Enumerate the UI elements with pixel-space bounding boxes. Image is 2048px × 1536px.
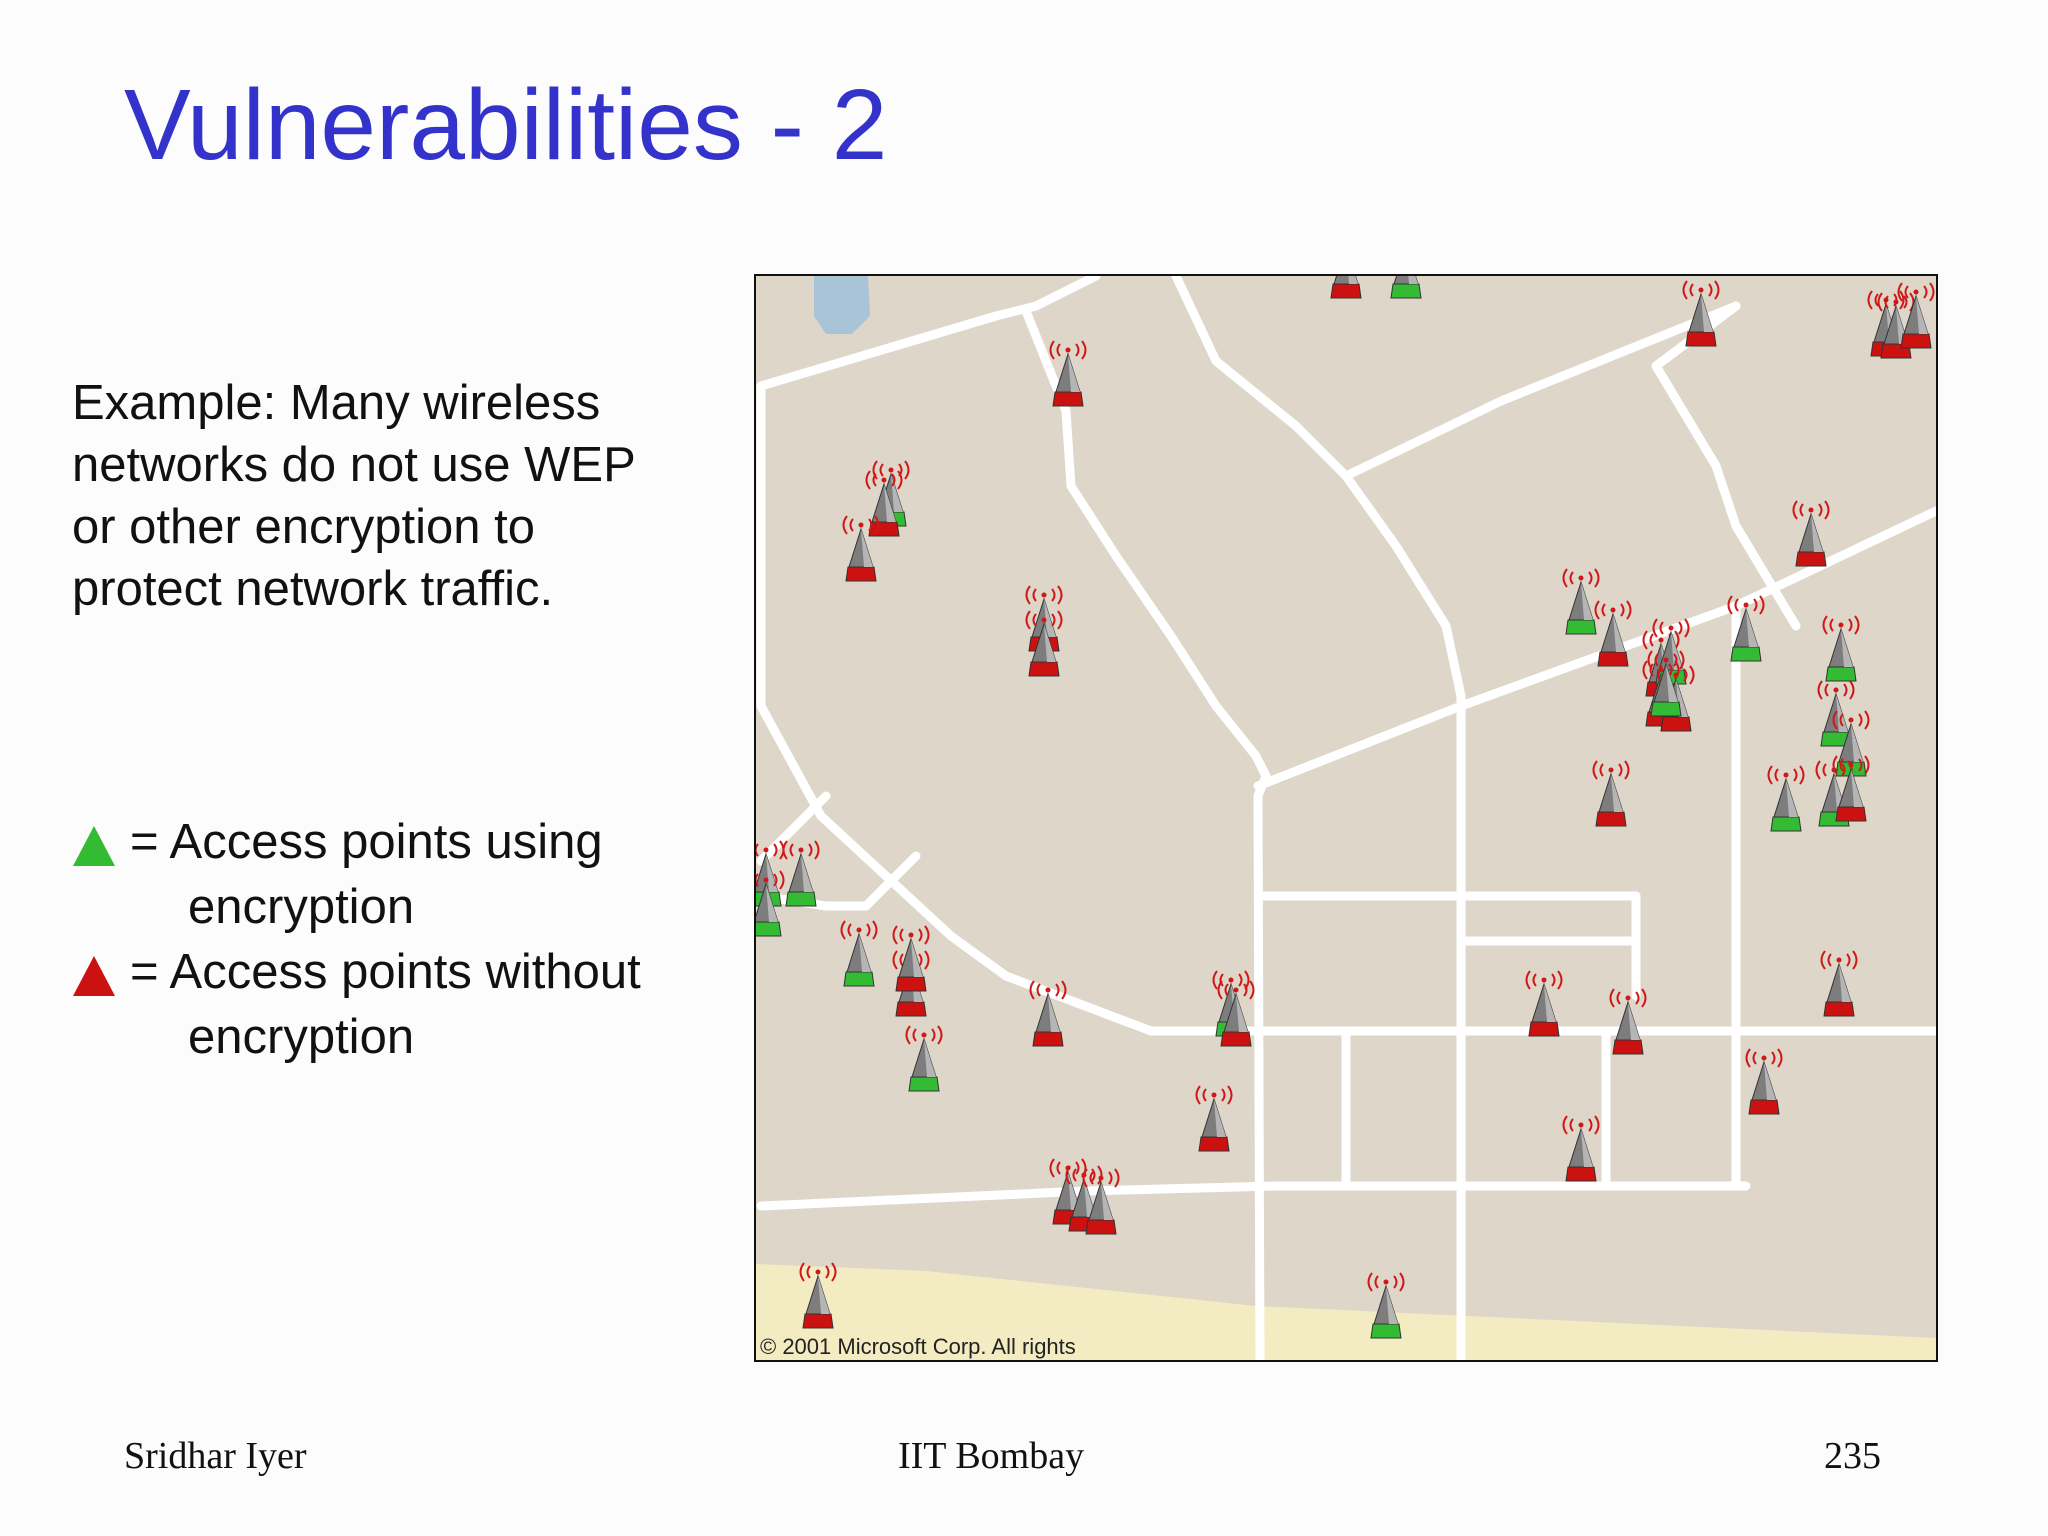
- legend-item-encrypted: = Access points using encryption: [72, 810, 712, 940]
- access-point-unencrypted-icon: [865, 470, 903, 537]
- red-triangle-icon: [73, 956, 115, 996]
- slide-title: Vulnerabilities - 2: [124, 69, 888, 181]
- access-point-encrypted-icon: [1767, 765, 1805, 832]
- legend: = Access points using encryption = Acces…: [72, 810, 712, 1070]
- access-point-unencrypted-icon: [1082, 1168, 1120, 1235]
- access-point-unencrypted-icon: [1029, 980, 1067, 1047]
- body-text: Example: Many wireless networks do not u…: [72, 372, 712, 620]
- access-point-unencrypted-icon: [1897, 282, 1935, 349]
- body-line: networks do not use WEP: [72, 438, 636, 492]
- legend-label: = Access points using: [130, 815, 603, 869]
- access-point-unencrypted-icon: [1682, 280, 1720, 347]
- footer-author: Sridhar Iyer: [124, 1435, 307, 1477]
- access-point-unencrypted-icon: [1049, 340, 1087, 407]
- access-point-encrypted-icon: [905, 1025, 943, 1092]
- footer-institution: IIT Bombay: [898, 1435, 1085, 1477]
- legend-item-unencrypted: = Access points without encryption: [72, 940, 712, 1070]
- access-point-encrypted-icon: [1562, 568, 1600, 635]
- access-point-unencrypted-icon: [1525, 970, 1563, 1037]
- access-point-unencrypted-icon: [1025, 610, 1063, 677]
- access-point-unencrypted-icon: [1609, 988, 1647, 1055]
- access-point-unencrypted-icon: [799, 1262, 837, 1329]
- highway-band: [756, 1264, 1936, 1360]
- access-point-unencrypted-icon: [1594, 600, 1632, 667]
- access-point-encrypted-icon: [756, 870, 785, 937]
- legend-label-continued: encryption: [188, 1010, 415, 1064]
- access-point-unencrypted-icon: [1745, 1048, 1783, 1115]
- map-copyright: © 2001 Microsoft Corp. All rights: [760, 1334, 1076, 1359]
- access-point-encrypted-icon: [1647, 650, 1685, 717]
- green-triangle-icon: [73, 826, 115, 866]
- body-line: or other encryption to: [72, 500, 536, 554]
- access-point-encrypted-icon: [840, 920, 878, 987]
- water-area: [814, 276, 870, 334]
- access-point-encrypted-icon: [1822, 615, 1860, 682]
- access-point-unencrypted-icon: [1217, 980, 1255, 1047]
- access-point-map: © 2001 Microsoft Corp. All rights: [754, 274, 1938, 1362]
- map-canvas: © 2001 Microsoft Corp. All rights: [756, 276, 1936, 1360]
- access-point-unencrypted-icon: [1195, 1085, 1233, 1152]
- legend-label-continued: encryption: [188, 880, 415, 934]
- access-point-encrypted-icon: [782, 840, 820, 907]
- footer-page-number: 235: [1824, 1435, 1881, 1477]
- access-point-unencrypted-icon: [1592, 760, 1630, 827]
- access-point-unencrypted-icon: [1832, 755, 1870, 822]
- access-point-markers: [756, 276, 1935, 1339]
- body-line: Example: Many wireless: [72, 376, 601, 430]
- access-point-encrypted-icon: [1390, 276, 1422, 299]
- access-point-unencrypted-icon: [1330, 276, 1362, 299]
- access-point-unencrypted-icon: [1562, 1115, 1600, 1182]
- legend-label: = Access points without: [130, 945, 641, 999]
- access-point-unencrypted-icon: [892, 925, 930, 992]
- road-network: [756, 276, 1936, 1360]
- body-line: protect network traffic.: [72, 562, 554, 616]
- access-point-unencrypted-icon: [1820, 950, 1858, 1017]
- access-point-encrypted-icon: [1367, 1272, 1405, 1339]
- access-point-unencrypted-icon: [842, 515, 880, 582]
- access-point-encrypted-icon: [1727, 595, 1765, 662]
- access-point-unencrypted-icon: [1792, 500, 1830, 567]
